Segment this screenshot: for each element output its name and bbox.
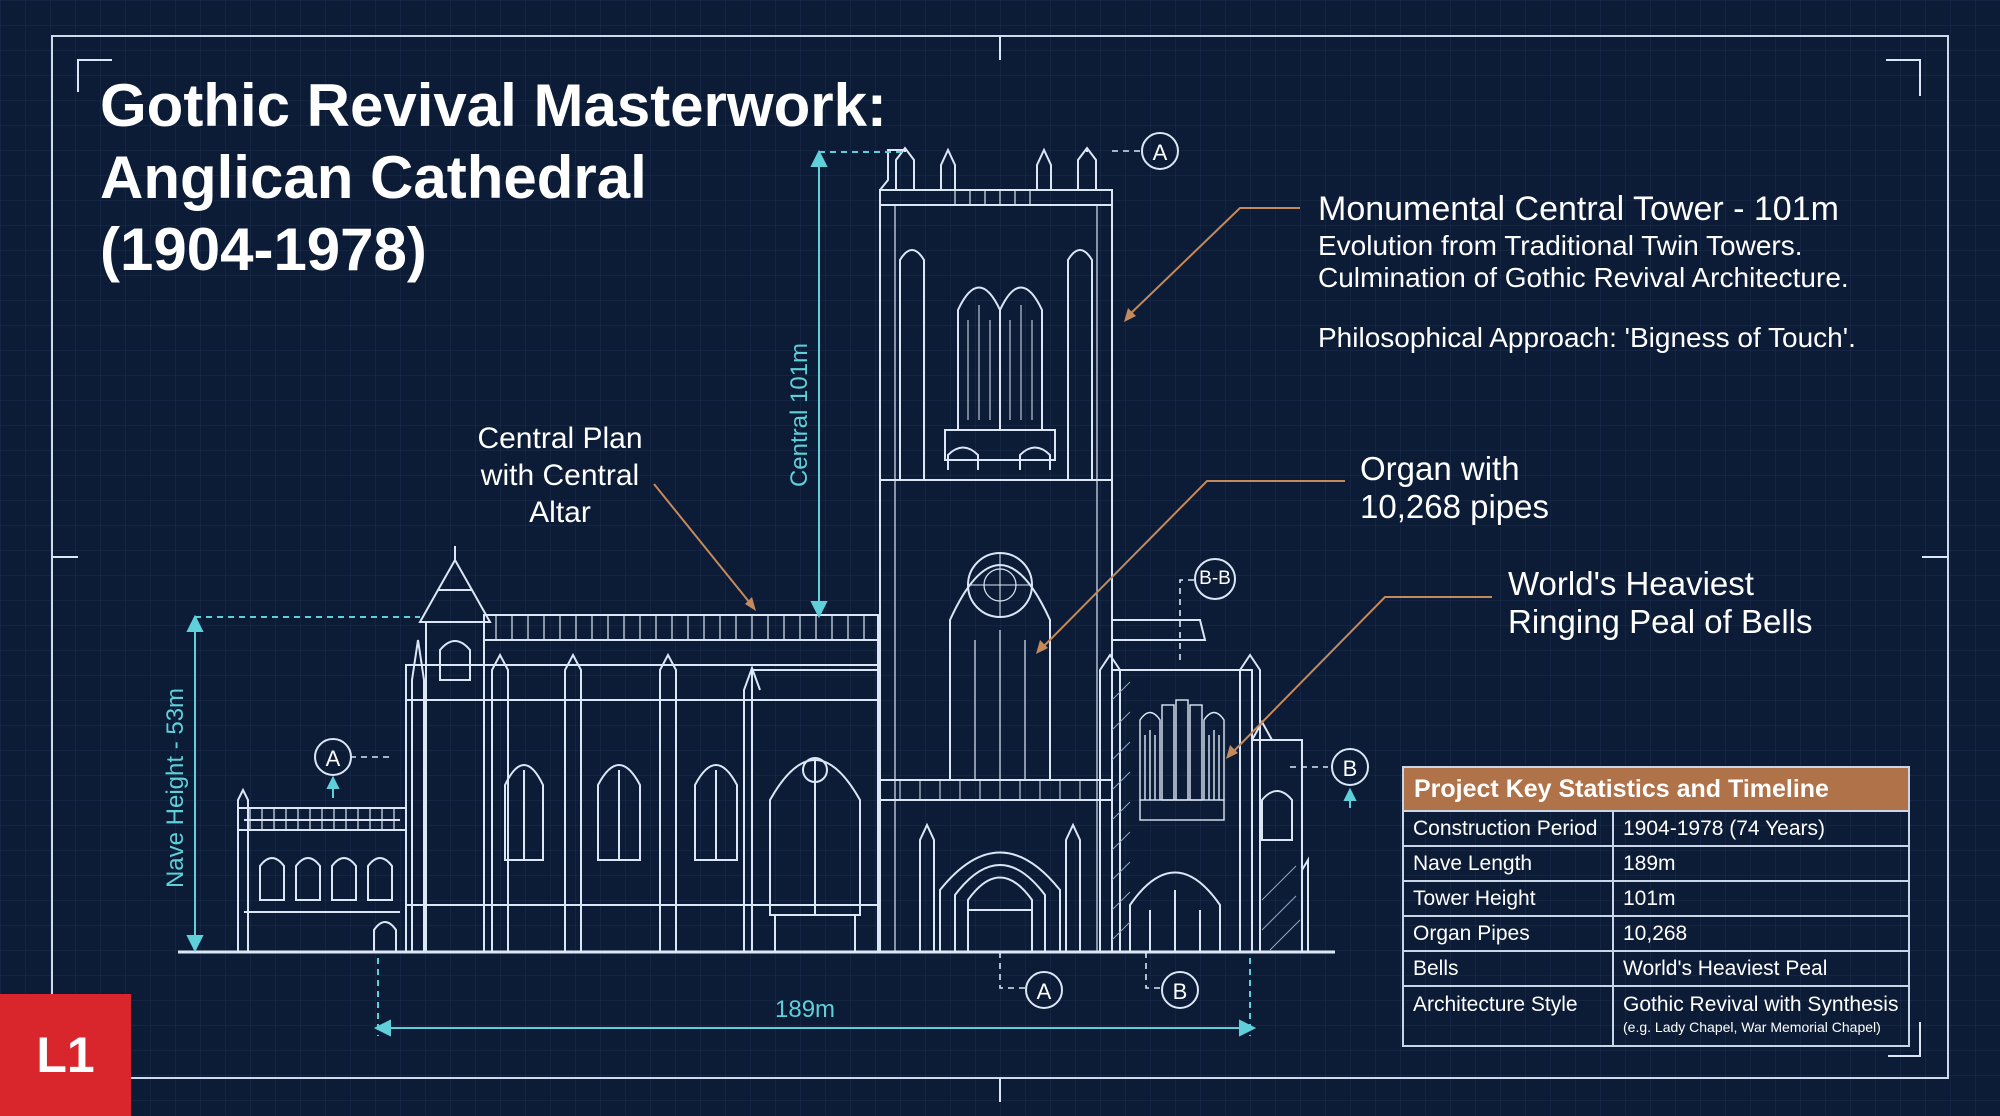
central-height-dimension-label: Central 101m (786, 342, 813, 488)
tower-callout-philosophy: Philosophical Approach: 'Bigness of Touc… (1318, 322, 1856, 353)
central-plan-callout: Central Plan with Central Altar (445, 420, 675, 531)
section-marker-b-bottom: B (1161, 971, 1199, 1009)
stats-table: Project Key Statistics and Timeline Cons… (1402, 766, 1910, 1047)
west-turret (411, 546, 492, 953)
stat-value: 10,268 (1612, 915, 1910, 952)
section-marker-a-bottom: A (1025, 971, 1063, 1009)
section-marker-a-left: A (314, 738, 352, 776)
stat-label: Construction Period (1402, 810, 1614, 847)
stat-label: Tower Height (1402, 880, 1614, 917)
stat-label: Architecture Style (1402, 985, 1614, 1047)
bells-callout: World's Heaviest Ringing Peal of Bells (1508, 565, 1813, 641)
section-marker-a-top: A (1141, 132, 1179, 170)
tower-callout-line-1: Evolution from Traditional Twin Towers. (1318, 230, 1803, 261)
leader-tower (1125, 207, 1300, 319)
tower-callout-line-2: Culmination of Gothic Revival Architectu… (1318, 262, 1849, 293)
organ-callout: Organ with 10,268 pipes (1360, 450, 1549, 526)
title-line-3: (1904-1978) (100, 216, 427, 283)
central-plan-line-2: with Central (480, 459, 640, 492)
tower-callout: Monumental Central Tower - 101m Evolutio… (1318, 188, 1856, 354)
stat-value: 1904-1978 (74 Years) (1612, 810, 1910, 847)
stat-value-note: (e.g. Lady Chapel, War Memorial Chapel) (1623, 1019, 1881, 1035)
title-line-1: Gothic Revival Masterwork: (100, 72, 887, 139)
section-marker-b-right: B (1331, 748, 1369, 786)
stat-value-cell: Gothic Revival with Synthesis (e.g. Lady… (1612, 985, 1910, 1047)
table-row: Construction Period 1904-1978 (74 Years) (1402, 810, 1910, 847)
page-title: Gothic Revival Masterwork: Anglican Cath… (100, 70, 920, 286)
table-row: Bells World's Heaviest Peal (1402, 950, 1910, 987)
level-badge: L1 (0, 994, 131, 1116)
stat-label: Nave Length (1402, 845, 1614, 882)
leader-plan (653, 483, 755, 609)
stat-value: Gothic Revival with Synthesis (1623, 993, 1899, 1016)
east-section (1099, 619, 1261, 953)
porch-balustrade (249, 808, 395, 830)
leader-organ (1039, 480, 1345, 651)
section-hatch (1111, 681, 1131, 941)
table-row: Nave Length 189m (1402, 845, 1910, 882)
west-porch (237, 787, 407, 953)
organ-callout-line-2: 10,268 pipes (1360, 488, 1549, 525)
corner-mark-tl (77, 59, 112, 92)
nave-height-dimension-label: Nave Height - 53m (162, 687, 189, 889)
stat-label: Organ Pipes (1402, 915, 1614, 952)
corner-mark-tr (1886, 59, 1921, 96)
corner-mark-br (1888, 1022, 1921, 1057)
central-plan-line-3: Altar (529, 496, 591, 529)
table-row: Tower Height 101m (1402, 880, 1910, 917)
leader-bells (1229, 596, 1492, 756)
stats-table-title: Project Key Statistics and Timeline (1402, 766, 1910, 812)
stat-value: 101m (1612, 880, 1910, 917)
title-line-2: Anglican Cathedral (100, 144, 647, 211)
organ-callout-line-1: Organ with (1360, 450, 1520, 487)
nave (405, 614, 879, 953)
table-row: Organ Pipes 10,268 (1402, 915, 1910, 952)
central-tower (879, 146, 1113, 953)
organ-pipes (1139, 699, 1225, 821)
bells-callout-line-1: World's Heaviest (1508, 565, 1754, 602)
nave-parapet (495, 615, 865, 640)
bells-callout-line-2: Ringing Peal of Bells (1508, 603, 1813, 640)
stat-value: 189m (1612, 845, 1910, 882)
tower-callout-heading: Monumental Central Tower - 101m (1318, 190, 1839, 228)
section-marker-bb: B-B (1194, 558, 1236, 600)
stat-value: World's Heaviest Peal (1612, 950, 1910, 987)
table-row: Architecture Style Gothic Revival with S… (1402, 985, 1910, 1047)
length-dimension-label: 189m (775, 996, 836, 1023)
central-plan-line-1: Central Plan (477, 422, 643, 455)
stat-label: Bells (1402, 950, 1614, 987)
